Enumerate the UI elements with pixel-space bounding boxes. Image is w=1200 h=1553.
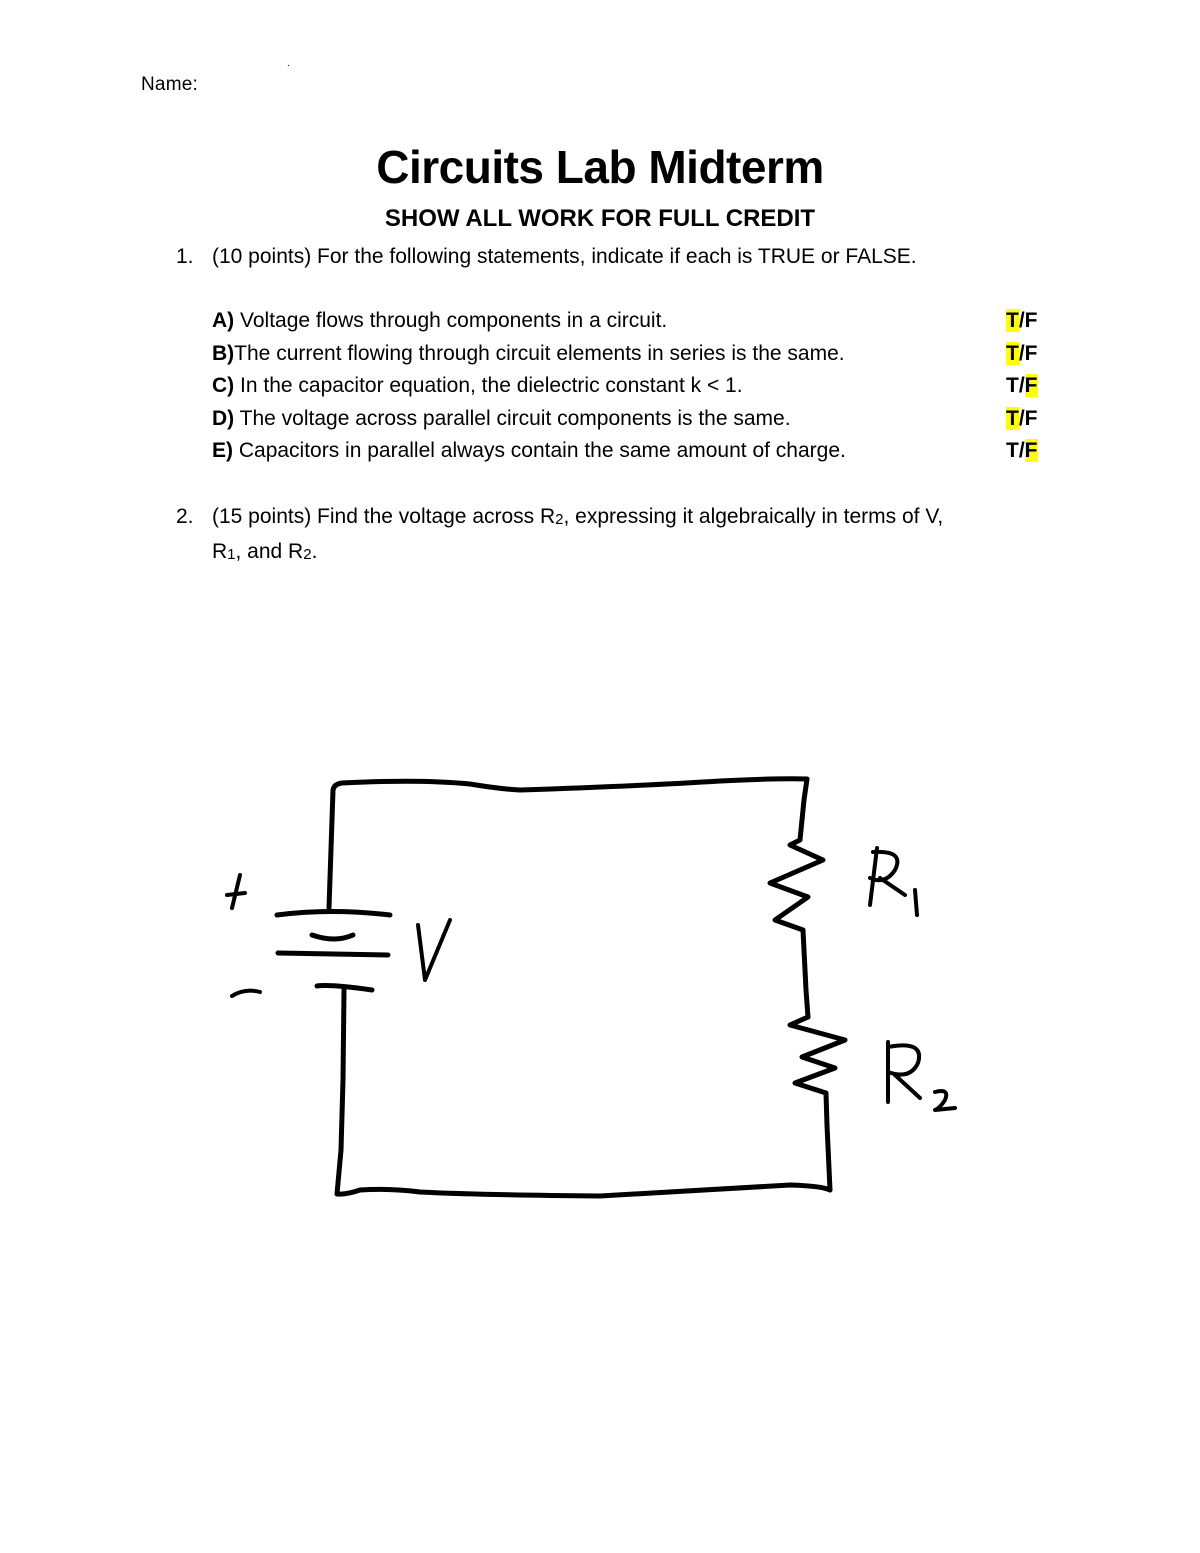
statement-text: The current flowing through circuit elem… <box>234 341 845 365</box>
statement-letter: D) <box>212 406 235 430</box>
tf-separator: / <box>1018 439 1025 462</box>
voltage-label-v <box>416 918 452 982</box>
page-subtitle: SHOW ALL WORK FOR FULL CREDIT <box>384 205 816 232</box>
tf-answer: T/F <box>1006 370 1042 403</box>
statement-e: E) Capacitors in parallel always contain… <box>212 435 1042 468</box>
statement-letter: A) <box>212 309 235 332</box>
tf-separator: / <box>1018 341 1025 365</box>
question-text: (15 points) Find the voltage across R2, … <box>212 505 944 528</box>
question-2: 2. (15 points) Find the voltage across R2… <box>176 501 1046 571</box>
battery-plate-short-1 <box>309 932 356 942</box>
top-wire <box>326 776 810 911</box>
battery-plate-short-2 <box>314 983 375 993</box>
true-option-selected: T <box>1006 406 1019 430</box>
battery-plate-long-top <box>274 909 393 918</box>
statement-b: B)The current flowing through circuit el… <box>212 338 1042 371</box>
question-number: 1. <box>176 245 194 268</box>
true-option-selected: T <box>1006 341 1019 365</box>
statement-letter: B) <box>212 341 235 365</box>
page-title: Circuits Lab Midterm <box>376 141 824 193</box>
battery-plate-long-bottom <box>275 950 391 958</box>
minus-sign-icon <box>230 988 262 998</box>
question-number: 2. <box>176 505 194 528</box>
question-text-continued: R1, and R2. <box>212 540 318 563</box>
statement-letter: E) <box>212 439 233 462</box>
r2-label <box>886 1040 957 1112</box>
false-option: F <box>1024 406 1038 430</box>
statement-text: The voltage across parallel circuit comp… <box>239 406 791 430</box>
resistor-r2-icon <box>787 1014 848 1193</box>
false-option-selected: F <box>1024 374 1038 397</box>
true-option: T <box>1006 374 1019 397</box>
resistor-r1-icon <box>767 776 826 1020</box>
bottom-wire <box>334 987 833 1199</box>
tf-answer: T/F <box>1006 305 1042 338</box>
statement-letter: C) <box>212 374 235 397</box>
statement-d: D) The voltage across parallel circuit c… <box>212 403 1042 436</box>
r1-label <box>868 846 919 917</box>
tf-separator: / <box>1018 309 1025 332</box>
question-text: (10 points) For the following statements… <box>212 245 917 268</box>
name-label: Name: <box>141 74 198 95</box>
false-option: F <box>1024 309 1038 332</box>
true-option-selected: T <box>1006 309 1019 332</box>
false-option-selected: F <box>1024 439 1038 462</box>
statement-text: In the capacitor equation, the dielectri… <box>240 374 743 397</box>
statement-c: C) In the capacitor equation, the dielec… <box>212 370 1042 403</box>
true-false-list: A) Voltage flows through components in a… <box>212 305 1042 468</box>
statement-text: Voltage flows through components in a ci… <box>240 309 668 332</box>
tf-separator: / <box>1018 406 1025 430</box>
statement-text: Capacitors in parallel always contain th… <box>238 439 846 462</box>
stray-mark: . <box>287 58 290 69</box>
tf-separator: / <box>1018 374 1025 397</box>
statement-a: A) Voltage flows through components in a… <box>212 305 1042 338</box>
tf-answer: T/F <box>1006 435 1042 468</box>
true-option: T <box>1006 439 1019 462</box>
question-1: 1. (10 points) For the following statemen… <box>176 241 1036 273</box>
plus-sign-icon <box>225 873 247 910</box>
tf-answer: T/F <box>1006 403 1042 436</box>
false-option: F <box>1024 341 1038 365</box>
tf-answer: T/F <box>1006 338 1042 371</box>
